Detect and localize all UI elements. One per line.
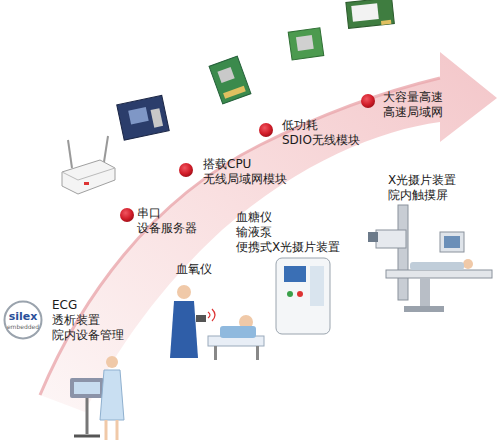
milestone-dot xyxy=(361,94,375,108)
pump-button xyxy=(287,291,293,297)
annotation-label: X光摄片装置 院内触摸屏 xyxy=(388,173,456,203)
led xyxy=(84,182,89,185)
pump-door xyxy=(310,266,324,306)
doctor-coat xyxy=(170,301,198,358)
cart-base xyxy=(74,435,100,438)
small-module xyxy=(288,28,324,60)
ecg-screen xyxy=(74,382,100,394)
nurse-leg xyxy=(105,420,108,440)
ecg-monitor xyxy=(70,378,104,398)
annotation-label: ECG 透析装置 院内设备管理 xyxy=(52,298,124,343)
xray-tube xyxy=(376,230,406,248)
logo-subtext: embedded xyxy=(3,323,43,330)
annotation-label: 搭载CPU 无线局域网模块 xyxy=(203,157,287,187)
xray-apparatus xyxy=(368,205,492,312)
doctor-head xyxy=(177,285,191,299)
oximeter xyxy=(196,315,206,322)
chip xyxy=(217,67,234,83)
xray-table xyxy=(386,270,492,278)
monitor-screen xyxy=(444,236,460,248)
infusion-pump xyxy=(276,258,330,334)
annotation-label: 大容量高速 高速局域网 xyxy=(383,90,443,120)
annotation-label: 低功耗 SDIO无线模块 xyxy=(282,118,360,148)
touch-screen xyxy=(368,232,378,242)
sdio-module xyxy=(209,56,251,104)
signal-waves xyxy=(208,309,215,321)
pump-body xyxy=(276,258,330,334)
minipci-card xyxy=(346,0,394,28)
xray-monitor xyxy=(440,232,464,252)
milestone-dots xyxy=(120,94,375,222)
nurse-ecg xyxy=(70,356,124,440)
arrow-edge xyxy=(40,78,440,395)
milestone-dot xyxy=(120,208,134,222)
board xyxy=(346,0,394,28)
table-base xyxy=(404,306,444,312)
milestone-dot xyxy=(259,123,273,137)
pump-button xyxy=(297,291,303,297)
device-server xyxy=(62,136,115,194)
bed-leg xyxy=(256,346,259,360)
router-body xyxy=(62,160,115,194)
board xyxy=(209,56,251,104)
xray-column xyxy=(398,205,408,300)
pump-screen xyxy=(284,266,306,282)
logo-text: silex xyxy=(3,311,43,323)
pins xyxy=(223,86,246,99)
patient-body xyxy=(220,326,256,338)
sticker xyxy=(351,3,379,22)
router-edge xyxy=(62,168,115,180)
chip xyxy=(296,35,314,51)
doctor-patient xyxy=(170,285,264,360)
connector xyxy=(151,108,164,127)
antenna xyxy=(68,140,72,168)
bed-leg xyxy=(214,346,217,360)
annotation-label: 血氧仪 xyxy=(176,262,212,277)
milestone-dot xyxy=(179,163,193,177)
nurse-leg xyxy=(116,420,119,440)
pins xyxy=(381,20,391,25)
nurse-body xyxy=(100,370,124,420)
growth-arrow xyxy=(40,52,497,412)
logo-badge: silexembedded xyxy=(3,300,43,340)
chip xyxy=(128,107,149,124)
table-stand xyxy=(420,278,430,308)
annotation-label: 血糖仪 输液泵 便携式X光摄片装置 xyxy=(236,210,340,255)
cart-pole xyxy=(86,398,89,434)
antenna xyxy=(104,136,108,162)
xray-patient-head xyxy=(463,259,473,269)
annotation-label: 串口 设备服务器 xyxy=(137,206,197,236)
nurse-head xyxy=(106,356,118,368)
xray-patient-body xyxy=(410,262,464,270)
cpu-module xyxy=(117,95,169,140)
board xyxy=(117,95,169,140)
board xyxy=(288,28,324,60)
